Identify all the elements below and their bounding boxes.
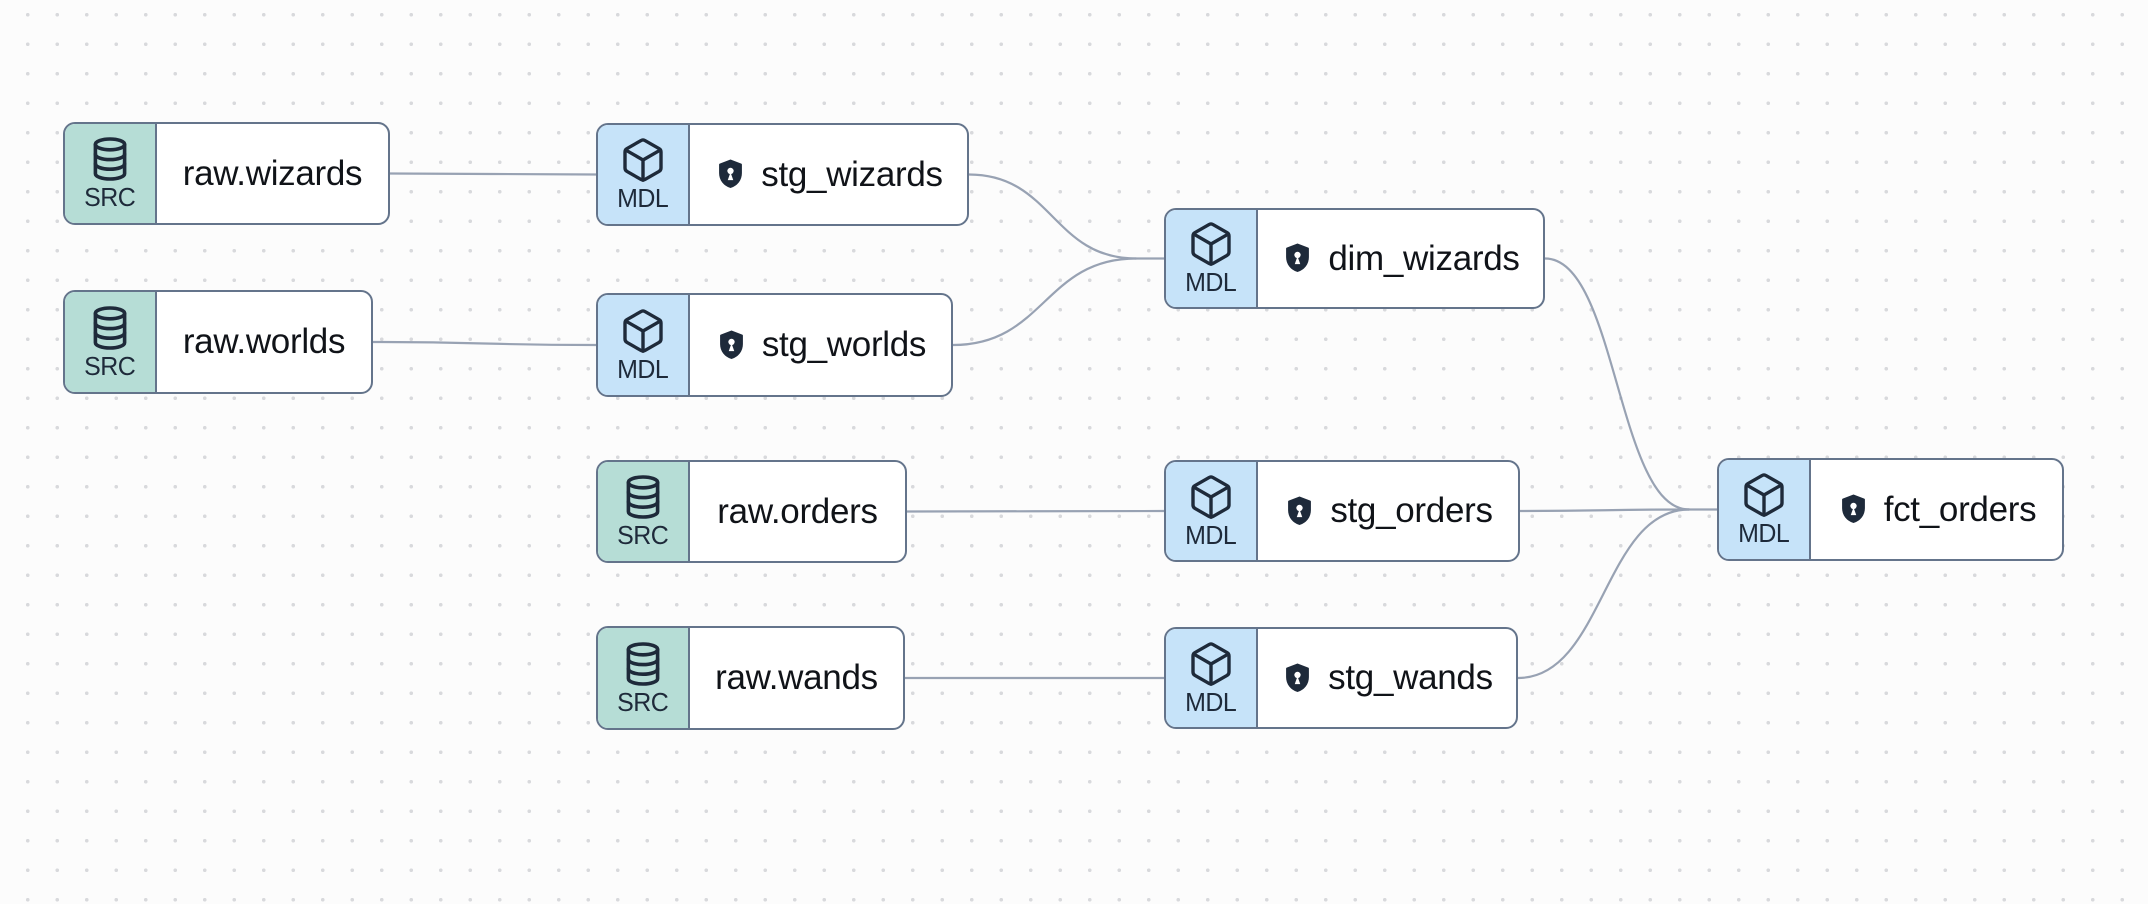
edge-raw_orders-to-stg_orders (905, 509, 1166, 513)
edge-stg_wizards-to-dim_wizards (967, 173, 1138, 260)
node-content: stg_orders (1258, 462, 1518, 560)
node-type-label: SRC (617, 520, 669, 550)
edge-stg_orders-to-fct_orders (1518, 508, 1691, 513)
node-type-label: SRC (617, 686, 669, 717)
node-content: raw.wands (690, 628, 903, 728)
cube-icon (619, 307, 667, 355)
shield-lock-icon (1837, 492, 1870, 527)
node-type-label: MDL (617, 353, 669, 384)
node-content: stg_worlds (690, 295, 951, 395)
cube-icon (1187, 473, 1235, 521)
cube-icon (1187, 640, 1235, 688)
graph-node-dim_wizards[interactable]: MDL dim_wizards (1164, 208, 1545, 309)
node-type-badge: SRC (65, 292, 157, 392)
shield-lock-icon (1281, 241, 1314, 276)
node-type-badge: MDL (1719, 460, 1811, 559)
node-content: dim_wizards (1258, 210, 1543, 307)
database-icon (619, 640, 667, 688)
shield-lock-icon (715, 328, 748, 363)
edge-raw_wizards-to-stg_wizards (388, 172, 598, 176)
cube-icon (619, 136, 667, 184)
node-type-badge: SRC (598, 628, 690, 728)
node-type-label: MDL (1185, 519, 1237, 550)
node-name: fct_orders (1883, 489, 2037, 529)
node-type-badge: MDL (1166, 462, 1258, 560)
node-name: raw.wizards (182, 153, 363, 193)
node-type-label: SRC (84, 350, 136, 381)
graph-node-stg_orders[interactable]: MDL stg_orders (1164, 460, 1520, 562)
edge-stg_wands-to-fct_orders (1516, 508, 1691, 680)
node-content: stg_wizards (690, 125, 967, 224)
node-name: dim_wizards (1328, 238, 1520, 278)
edge-raw_worlds-to-stg_worlds (371, 340, 598, 347)
node-type-badge: SRC (598, 462, 690, 561)
node-type-label: MDL (1185, 686, 1237, 717)
node-content: fct_orders (1811, 460, 2062, 559)
node-content: raw.orders (690, 462, 905, 561)
node-type-label: SRC (84, 182, 136, 212)
graph-node-stg_wizards[interactable]: MDL stg_wizards (596, 123, 969, 226)
graph-node-raw_orders[interactable]: SRC raw.orders (596, 460, 907, 563)
node-content: stg_wands (1258, 629, 1516, 727)
node-type-label: MDL (617, 183, 669, 213)
node-name: stg_wands (1328, 658, 1493, 697)
node-content: raw.worlds (157, 292, 371, 392)
database-icon (619, 473, 667, 521)
edge-dim_wizards-to-fct_orders (1543, 257, 1691, 511)
node-name: raw.worlds (182, 322, 346, 361)
node-type-badge: MDL (1166, 629, 1258, 727)
node-type-badge: SRC (65, 124, 157, 223)
graph-node-raw_wands[interactable]: SRC raw.wands (596, 626, 905, 730)
node-name: raw.orders (717, 491, 878, 531)
node-content: raw.wizards (157, 124, 388, 223)
shield-lock-icon (1283, 494, 1316, 529)
database-icon (86, 135, 134, 183)
node-name: stg_wizards (761, 154, 943, 194)
node-type-badge: MDL (1166, 210, 1258, 307)
node-name: stg_worlds (761, 325, 927, 364)
node-name: raw.wands (715, 658, 878, 697)
shield-lock-icon (1281, 661, 1314, 696)
graph-node-stg_worlds[interactable]: MDL stg_worlds (596, 293, 953, 397)
cube-icon (1187, 220, 1235, 268)
database-icon (86, 304, 134, 352)
graph-node-raw_wizards[interactable]: SRC raw.wizards (63, 122, 390, 225)
edge-stg_worlds-to-dim_wizards (951, 257, 1138, 347)
node-type-label: MDL (1738, 518, 1790, 548)
node-type-badge: MDL (598, 125, 690, 224)
shield-lock-icon (714, 157, 747, 192)
graph-node-stg_wands[interactable]: MDL stg_wands (1164, 627, 1518, 729)
cube-icon (1740, 471, 1788, 519)
node-name: stg_orders (1330, 491, 1493, 530)
node-type-badge: MDL (598, 295, 690, 395)
graph-node-fct_orders[interactable]: MDL fct_orders (1717, 458, 2064, 561)
node-type-label: MDL (1185, 267, 1237, 297)
graph-node-raw_worlds[interactable]: SRC raw.worlds (63, 290, 373, 394)
